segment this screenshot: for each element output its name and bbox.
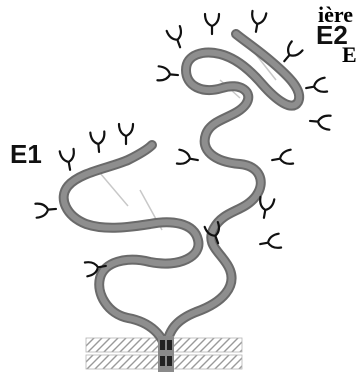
glycans	[35, 11, 330, 276]
protein-strand-fill	[64, 34, 299, 352]
glycan-icon	[309, 114, 330, 130]
transmembrane-anchor	[158, 336, 174, 372]
glycan-icon	[90, 131, 106, 152]
glycan-icon	[60, 149, 77, 171]
glycan-icon	[305, 78, 327, 95]
glycan-icon	[157, 66, 178, 82]
glycan-icon	[257, 197, 274, 219]
glycan-icon	[279, 41, 303, 65]
glycan-icon	[35, 202, 56, 218]
glycan-icon	[119, 124, 133, 144]
glycan-icon	[259, 234, 281, 251]
bond-line-e1-a	[100, 173, 128, 206]
glycan-icon	[249, 11, 266, 33]
glycan-icon	[167, 26, 187, 50]
glycan-icon	[177, 150, 199, 167]
glycan-icon	[205, 14, 219, 34]
glycan-icon	[271, 150, 293, 167]
